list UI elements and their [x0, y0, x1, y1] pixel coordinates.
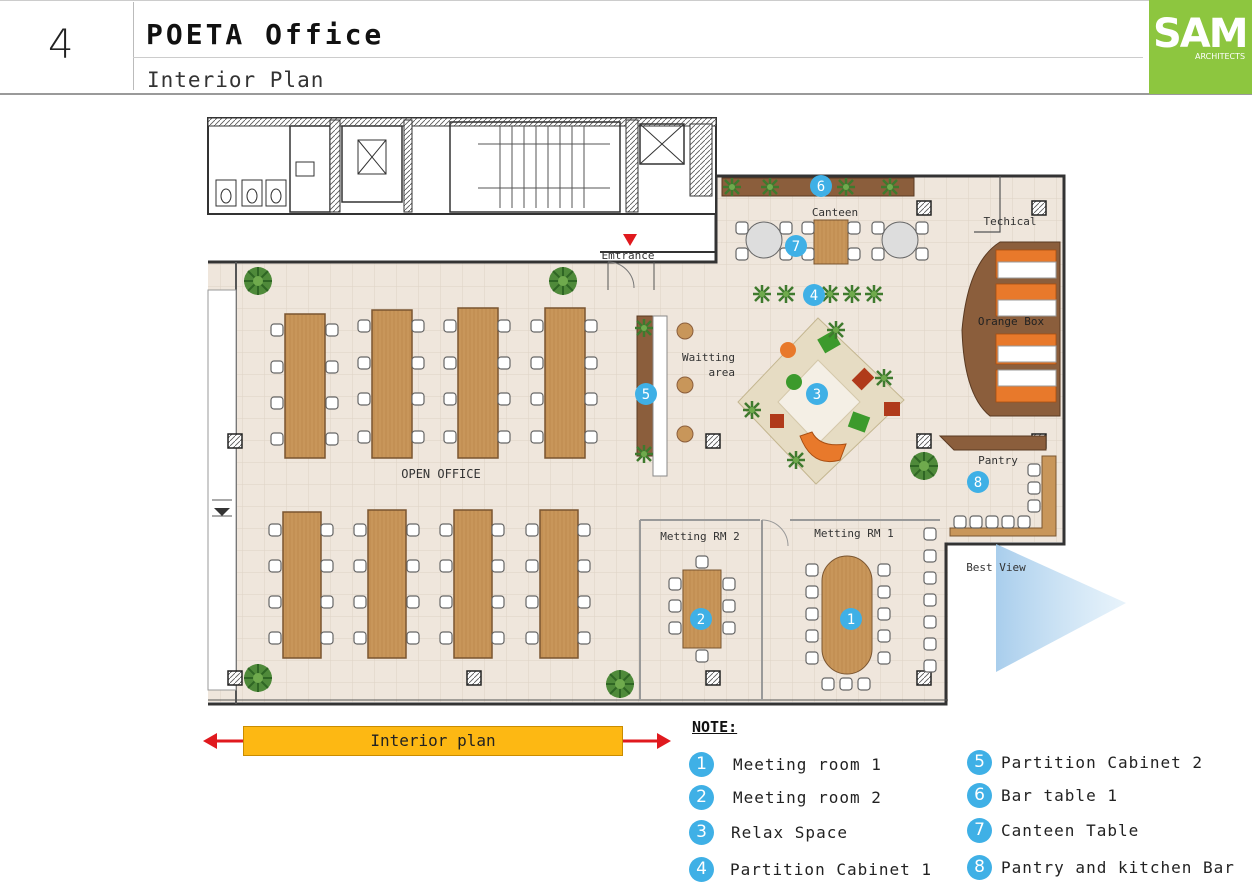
page-number: 4 [48, 22, 74, 68]
svg-text:3: 3 [813, 387, 821, 403]
column [916, 200, 932, 216]
column [227, 433, 243, 449]
label-waiting-area: Waitting [682, 351, 735, 364]
sam-architects-logo: SAM ARCHITECTS [1149, 0, 1252, 94]
note-item-8: 8 Pantry and kitchen Bar [967, 854, 1235, 880]
plant-icon [243, 663, 273, 693]
note-label: Partition Cabinet 1 [730, 859, 933, 879]
marker-5: 5 [635, 383, 657, 405]
note-label: Bar table 1 [1001, 785, 1118, 805]
column [916, 433, 932, 449]
label-canteen: Canteen [812, 206, 858, 219]
desk-cluster-bottom [282, 509, 579, 659]
exterior-wall [208, 174, 1066, 706]
note-item-4: 4 Partition Cabinet 1 [689, 856, 932, 882]
note-label: Meeting room 1 [733, 754, 882, 774]
pantry-counter [938, 435, 1047, 451]
header-divider [133, 2, 134, 90]
page-title: POETA Office [146, 18, 385, 51]
header-top-rule [0, 0, 1252, 1]
svg-text:2: 2 [697, 612, 705, 628]
svg-text:8: 8 [974, 475, 982, 491]
note-number-badge: 3 [689, 819, 714, 845]
marker-8: 8 [967, 471, 989, 493]
svg-text:1: 1 [847, 612, 855, 628]
note-label: Pantry and kitchen Bar [1001, 857, 1235, 877]
marker-4: 4 [803, 284, 825, 306]
marker-6: 6 [810, 175, 832, 197]
note-number-badge: 8 [967, 854, 992, 880]
entrance-arrow-icon [623, 234, 637, 246]
column [1031, 200, 1047, 216]
label-entrance: Emtrance [602, 249, 655, 262]
label-meeting-rm2: Metting RM 2 [660, 530, 739, 543]
note-label: Canteen Table [1001, 820, 1140, 840]
column [705, 670, 721, 686]
marker-3: 3 [806, 383, 828, 405]
elevator-1 [341, 125, 403, 203]
note-number-badge: 5 [967, 749, 992, 775]
note-number-badge: 4 [689, 856, 714, 882]
plant-icon [243, 266, 273, 296]
plant-icon [548, 266, 578, 296]
scale-arrows [203, 733, 671, 749]
note-item-7: 7 Canteen Table [967, 817, 1139, 843]
note-label: Partition Cabinet 2 [1001, 752, 1204, 772]
arrow-right-icon [657, 733, 671, 749]
label-pantry: Pantry [978, 454, 1018, 467]
note-item-2: 2 Meeting room 2 [689, 784, 882, 810]
best-view-indicator [996, 544, 1126, 672]
column [705, 433, 721, 449]
meeting-room-walls [639, 519, 940, 700]
marker-1: 1 [840, 608, 862, 630]
page-subtitle: Interior Plan [147, 68, 325, 92]
plant-icon [909, 451, 939, 481]
logo-sub-text: ARCHITECTS [1195, 52, 1246, 61]
note-item-5: 5 Partition Cabinet 2 [967, 749, 1203, 775]
svg-text:7: 7 [792, 239, 800, 255]
canteen-table [813, 219, 849, 265]
marker-7: 7 [785, 235, 807, 257]
label-orange-box: Orange Box [978, 315, 1045, 328]
note-number-badge: 6 [967, 782, 992, 808]
label-open-office: OPEN OFFICE [401, 467, 480, 481]
note-label: Relax Space [731, 822, 848, 842]
scale-bar-label: Interior plan [243, 726, 623, 756]
svg-text:5: 5 [642, 387, 650, 403]
page-header: 4 POETA Office Interior Plan SAM ARCHITE… [0, 0, 1252, 95]
note-title: NOTE: [692, 718, 738, 736]
note-number-badge: 1 [689, 751, 714, 777]
arrow-left-icon [203, 733, 217, 749]
label-best-view: Best View [966, 561, 1026, 574]
svg-text:4: 4 [810, 288, 818, 304]
logo-main-text: SAM [1153, 11, 1249, 57]
note-number-badge: 2 [689, 784, 714, 810]
plant-icon [605, 669, 635, 699]
note-number-badge: 7 [967, 817, 992, 843]
header-title-rule [133, 57, 1143, 58]
note-item-6: 6 Bar table 1 [967, 782, 1118, 808]
label-waiting-area-2: area [709, 366, 736, 379]
column [916, 670, 932, 686]
note-item-3: 3 Relax Space [689, 819, 848, 845]
note-label: Meeting room 2 [733, 787, 882, 807]
column [466, 670, 482, 686]
svg-text:6: 6 [817, 179, 825, 195]
marker-2: 2 [690, 608, 712, 630]
label-meeting-rm1: Metting RM 1 [814, 527, 893, 540]
note-item-1: 1 Meeting room 1 [689, 751, 882, 777]
column [227, 670, 243, 686]
staircase [449, 121, 621, 213]
label-technical: Techical [984, 215, 1037, 228]
desk-cluster-top [284, 307, 586, 459]
header-bottom-rule [0, 93, 1252, 95]
